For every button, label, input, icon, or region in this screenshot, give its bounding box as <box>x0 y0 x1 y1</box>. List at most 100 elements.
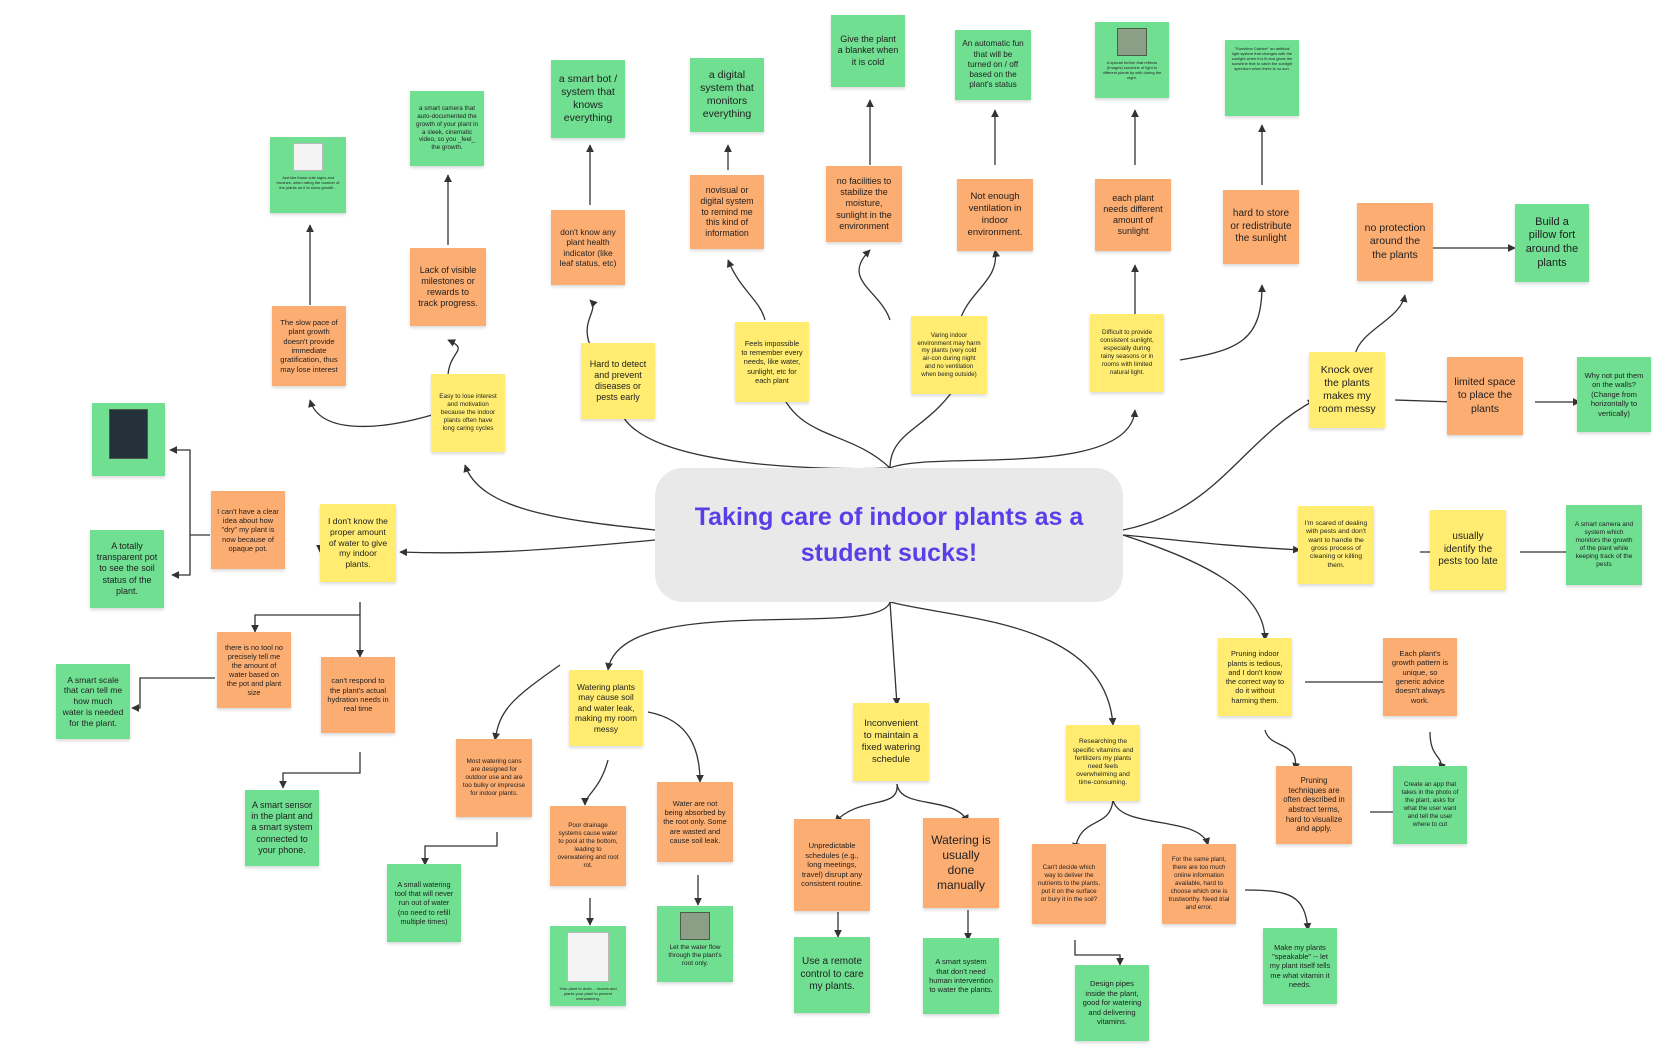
sticky-note[interactable]: Design pipes inside the plant, good for … <box>1075 965 1149 1041</box>
sticky-note[interactable]: Use a remote control to care my plants. <box>794 937 870 1013</box>
sticky-note[interactable]: A small watering tool that will never ru… <box>387 864 461 942</box>
sticky-note[interactable]: A smart camera and system which monitors… <box>1566 505 1642 585</box>
sticky-note[interactable]: limited space to place the plants <box>1447 357 1523 435</box>
connector <box>1122 534 1269 641</box>
sticky-note[interactable]: Most watering cans are designed for outd… <box>456 739 532 817</box>
sticky-note[interactable]: Create an app that takes in the photo of… <box>1393 766 1467 844</box>
sticky-note[interactable]: Poor drainage systems cause water to poo… <box>550 806 626 886</box>
sticky-note[interactable]: usually identify the pests too late <box>1430 510 1506 590</box>
connector <box>1072 799 1114 851</box>
image-caption: "Sunshine Catcher" an artificial light s… <box>1231 46 1293 71</box>
sticky-note-image[interactable]: Just like those cute signs and brushes, … <box>270 137 346 213</box>
sticky-note[interactable]: a smart camera that auto-documented the … <box>410 91 484 166</box>
connector <box>1354 294 1408 356</box>
connector <box>581 759 609 806</box>
connector <box>896 783 969 823</box>
sticky-note[interactable]: Easy to lose interest and motivation bec… <box>431 374 505 452</box>
sticky-note[interactable]: Why not put them on the walls? (Change f… <box>1577 357 1651 432</box>
connector <box>1112 799 1210 846</box>
connector <box>169 446 210 536</box>
connector <box>399 539 656 557</box>
connector <box>1074 940 1124 966</box>
sticky-note[interactable]: Can't decide which way to deliver the nu… <box>1032 844 1106 924</box>
sticky-note[interactable]: I can't have a clear idea about how "dry… <box>211 491 285 569</box>
sticky-note-image[interactable]: Let the water flow through the plant's r… <box>657 906 733 982</box>
sticky-note[interactable]: Unpredictable schedules (e.g., long meet… <box>794 819 870 911</box>
sticky-note[interactable]: Watering is usually done manually <box>923 818 999 908</box>
sticky-note[interactable]: Difficult to provide consistent sunlight… <box>1090 314 1164 392</box>
connector <box>1122 534 1301 554</box>
connector <box>889 601 901 706</box>
sticky-note[interactable]: Watering plants may cause soil and water… <box>569 670 643 746</box>
image-caption: Let the water flow through the plant's r… <box>668 944 722 968</box>
sunlight-window-image <box>1117 28 1147 56</box>
sticky-note[interactable]: Each plant's growth pattern is unique, s… <box>1383 638 1457 716</box>
connector <box>421 832 498 866</box>
sticky-note[interactable]: Make my plants "speakable" -- let my pla… <box>1263 928 1337 1004</box>
sticky-note[interactable]: a digital system that monitors everythin… <box>690 58 764 132</box>
root-flow-image <box>679 912 711 940</box>
drain-device-image <box>567 932 609 982</box>
sticky-note[interactable]: I'm scared of dealing with pests and don… <box>1298 506 1374 584</box>
connector <box>959 249 1000 321</box>
sticky-note[interactable]: novisual or digital system to remind me … <box>690 175 764 249</box>
connector <box>492 664 561 741</box>
sticky-note[interactable]: The slow pace of plant growth doesn't pr… <box>272 306 346 386</box>
sticky-note[interactable]: Give the plant a blanket when it is cold <box>831 15 905 87</box>
image-caption: Your plant to drain ... leaves and plant… <box>559 986 617 1001</box>
sticky-note[interactable]: An automatic fun that will be turned on … <box>955 30 1031 100</box>
sticky-note[interactable]: I don't know the proper amount of water … <box>320 504 396 582</box>
connector <box>447 339 459 376</box>
sticky-note[interactable]: don't know any plant health indicator (l… <box>551 210 625 285</box>
sticky-note[interactable]: each plant needs different amount of sun… <box>1095 179 1171 251</box>
plant-brain-image <box>108 409 149 459</box>
connector <box>463 464 656 531</box>
image-caption: A special further that reflects (Images)… <box>1102 60 1162 80</box>
connector <box>858 249 891 321</box>
sticky-note[interactable]: no facilities to stabilize the moisture,… <box>826 166 902 242</box>
connector <box>279 752 361 789</box>
connector <box>171 535 191 579</box>
sticky-note-image[interactable] <box>92 403 165 476</box>
sticky-note-image[interactable]: "Sunshine Catcher" an artificial light s… <box>1225 40 1299 116</box>
sticky-note[interactable]: a smart bot / system that knows everythi… <box>551 60 625 138</box>
connector <box>647 711 704 783</box>
connector <box>131 677 215 712</box>
sticky-note[interactable]: Varing indoor environment may harm my pl… <box>911 316 987 394</box>
sticky-note-image[interactable]: A special further that reflects (Images)… <box>1095 22 1169 98</box>
sticky-note[interactable]: there is no tool no precisely tell me th… <box>217 632 291 708</box>
connector <box>1264 729 1300 771</box>
sticky-note[interactable]: Feels impossible to remember every needs… <box>735 322 809 402</box>
connector <box>251 602 361 633</box>
sticky-note[interactable]: Not enough ventilation in indoor environ… <box>957 179 1033 251</box>
sticky-note[interactable]: A smart scale that can tell me how much … <box>56 664 130 739</box>
connector <box>1394 397 1456 406</box>
sticky-note[interactable]: For the same plant, there are too much o… <box>1162 844 1236 924</box>
sticky-note[interactable]: Researching the specific vitamins and fe… <box>1066 725 1140 801</box>
sticky-note[interactable]: no protection around the the plants <box>1357 203 1433 281</box>
sticky-note[interactable]: A smart system that don't need human int… <box>923 938 999 1014</box>
sticky-note[interactable]: Inconvenient to maintain a fixed waterin… <box>853 703 929 781</box>
connector <box>834 783 898 823</box>
connector <box>1244 889 1312 931</box>
connector <box>1179 284 1266 361</box>
sticky-note[interactable]: A totally transparent pot to see the soi… <box>90 530 164 608</box>
sticky-note[interactable]: Lack of visible milestones or rewards to… <box>410 248 486 326</box>
sticky-note-image[interactable]: Your plant to drain ... leaves and plant… <box>550 926 626 1006</box>
sticky-note[interactable]: hard to store or redistribute the sunlig… <box>1223 190 1299 264</box>
connector <box>726 259 766 321</box>
sticky-note[interactable]: Build a pillow fort around the plants <box>1515 204 1589 282</box>
sticky-note[interactable]: Water are not being absorbed by the root… <box>657 782 733 862</box>
connector <box>308 399 433 428</box>
sticky-note[interactable]: A smart sensor in the plant and a smart … <box>245 790 319 866</box>
connector <box>889 409 1139 469</box>
sticky-note[interactable]: Knock over the plants makes my room mess… <box>1309 352 1385 428</box>
connector <box>618 409 891 470</box>
sticky-note[interactable]: Pruning indoor plants is tedious, and I … <box>1218 638 1292 716</box>
connector <box>605 601 891 671</box>
sticky-note[interactable]: Hard to detect and prevent diseases or p… <box>581 343 655 419</box>
connector <box>1429 731 1446 771</box>
sticky-note[interactable]: can't respond to the plant's actual hydr… <box>321 657 395 733</box>
sticky-note[interactable]: Pruning techniques are often described i… <box>1276 766 1352 844</box>
